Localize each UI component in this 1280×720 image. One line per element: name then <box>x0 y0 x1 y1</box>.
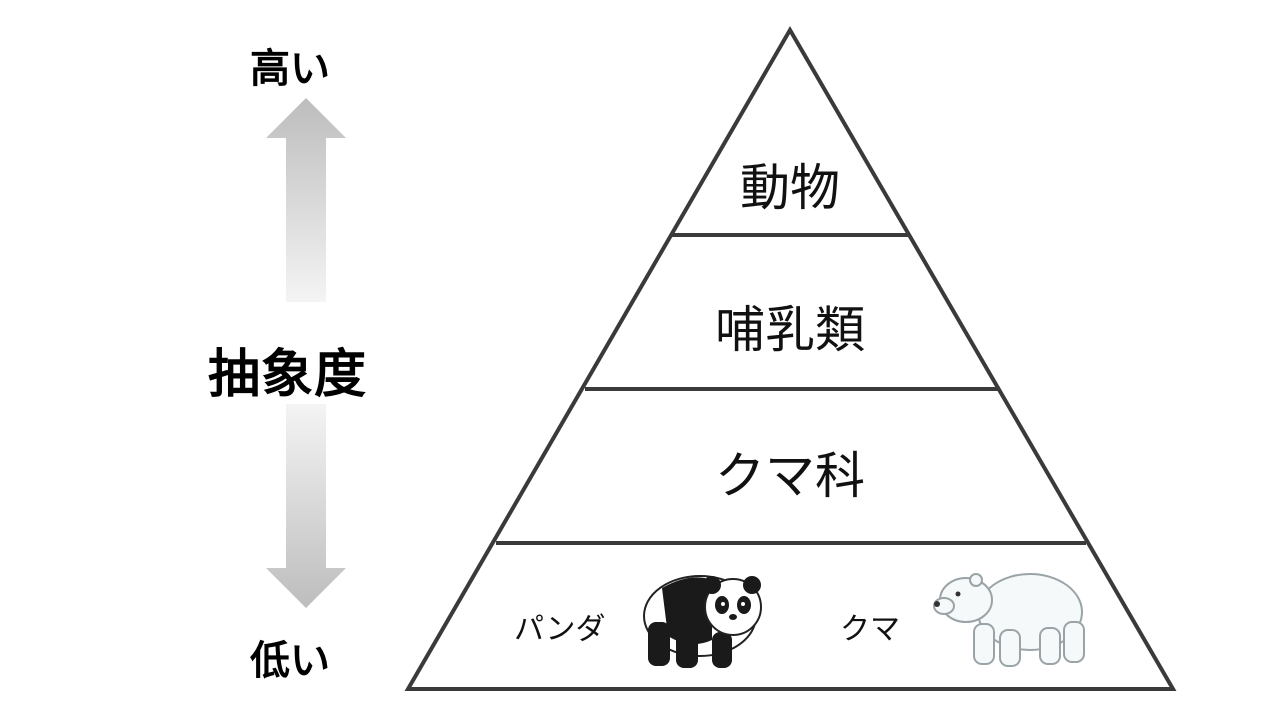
abstraction-axis-label: 抽象度 <box>208 345 368 405</box>
arrow-up-icon <box>266 98 346 302</box>
pyramid-tier-label: 哺乳類 <box>715 301 865 359</box>
pyramid-tier-label: クマ科 <box>715 447 865 505</box>
abstraction-low-label: 低い <box>250 638 330 684</box>
pyramid-tier-label: 動物 <box>740 159 840 217</box>
bottom-item-label: パンダ <box>514 612 606 647</box>
panda-icon <box>643 575 762 668</box>
bottom-item-label: クマ <box>840 612 900 647</box>
polar-bear-icon <box>933 573 1085 667</box>
abstraction-high-label: 高い <box>250 46 330 92</box>
pyramid-outline <box>404 26 1177 691</box>
arrow-down-icon <box>266 404 346 608</box>
